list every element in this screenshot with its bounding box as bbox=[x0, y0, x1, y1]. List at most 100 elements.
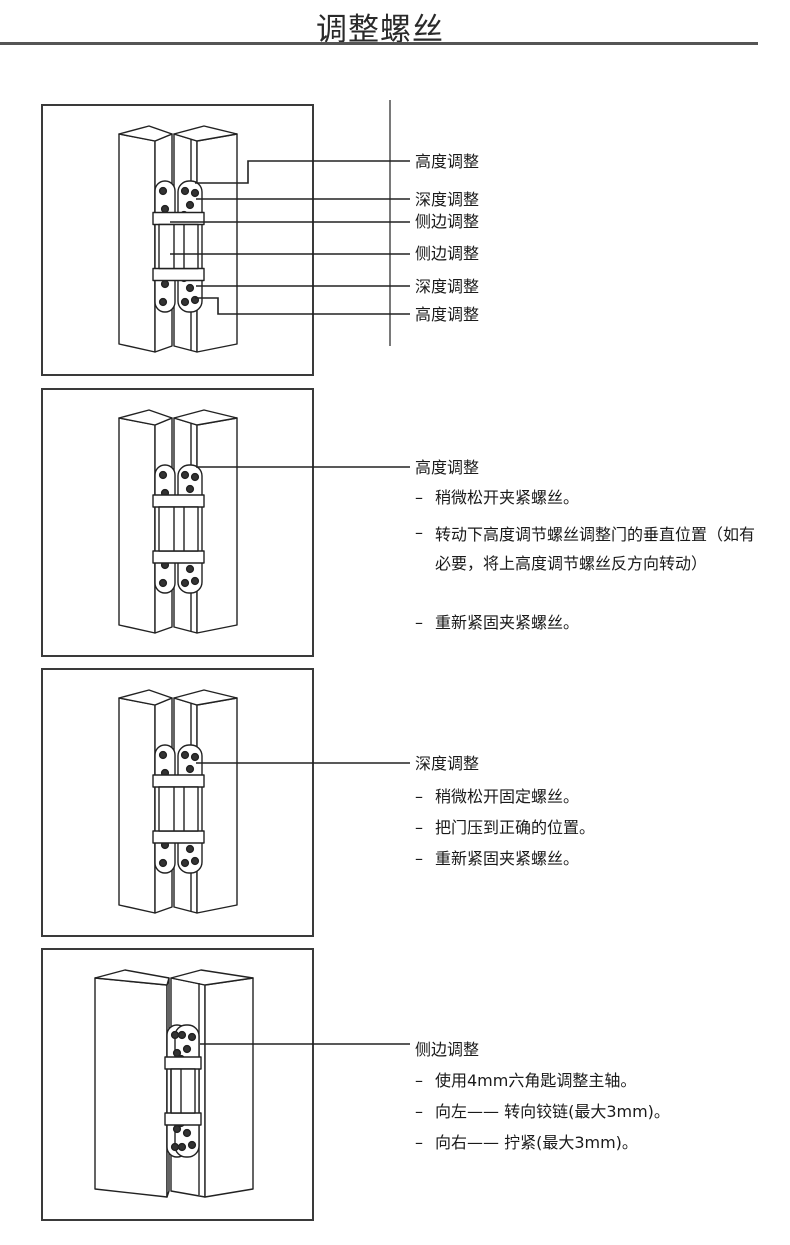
lateral-step-2: –向左—— 转向铰链(最大3mm)。 bbox=[415, 1099, 755, 1124]
right-block-top bbox=[173, 125, 238, 142]
hinge-arm-upper bbox=[152, 211, 205, 226]
right-block-top bbox=[173, 409, 238, 426]
screw-icon bbox=[190, 472, 200, 482]
screw-icon bbox=[182, 1128, 192, 1138]
hinge-arm-upper bbox=[164, 1056, 202, 1070]
screw-icon bbox=[160, 279, 170, 289]
right-block-face bbox=[196, 417, 238, 634]
screw-icon bbox=[158, 750, 168, 760]
height-step-1: –稍微松开夹紧螺丝。 bbox=[415, 485, 755, 510]
bullet: – bbox=[415, 818, 423, 837]
bullet: – bbox=[415, 849, 423, 868]
callout-depth-lower: 深度调整 bbox=[415, 277, 480, 296]
right-block-top bbox=[173, 689, 238, 706]
lateral-step-3: –向右—— 拧紧(最大3mm)。 bbox=[415, 1130, 755, 1155]
depth-step-1: –稍微松开固定螺丝。 bbox=[415, 784, 755, 809]
screw-icon bbox=[180, 578, 190, 588]
screw-icon bbox=[185, 564, 195, 574]
title-divider bbox=[0, 42, 758, 45]
screw-icon bbox=[158, 297, 168, 307]
hinge-illustration bbox=[118, 409, 238, 634]
callout-height-lower: 高度调整 bbox=[415, 305, 480, 324]
screw-icon bbox=[177, 1030, 187, 1040]
hinge-drawing bbox=[118, 409, 238, 634]
screw-icon bbox=[158, 578, 168, 588]
left-block-top bbox=[94, 969, 170, 986]
bullet: – bbox=[415, 613, 423, 632]
screw-icon bbox=[190, 576, 200, 586]
screw-icon bbox=[190, 188, 200, 198]
hinge-knuckle bbox=[170, 1068, 196, 1114]
hinge-knuckle bbox=[158, 223, 199, 270]
depth-step-3: –重新紧固夹紧螺丝。 bbox=[415, 846, 755, 871]
hinge-drawing bbox=[94, 969, 254, 1198]
screw-icon bbox=[185, 283, 195, 293]
bullet: – bbox=[415, 523, 423, 542]
callout-height-upper: 高度调整 bbox=[415, 152, 480, 171]
hinge-arm-lower bbox=[164, 1112, 202, 1126]
bullet: – bbox=[415, 488, 423, 507]
screw-icon bbox=[180, 186, 190, 196]
hinge-knuckle bbox=[158, 506, 199, 552]
hinge-panel-overview bbox=[41, 104, 314, 376]
screw-icon bbox=[182, 1044, 192, 1054]
right-block-top bbox=[170, 969, 254, 986]
height-step-2: –转动下高度调节螺丝调整门的垂直位置（如有必要，将上高度调节螺丝反方向转动） bbox=[415, 520, 760, 578]
lateral-heading: 侧边调整 bbox=[415, 1040, 480, 1059]
bullet: – bbox=[415, 1102, 423, 1121]
callout-lateral-lower: 侧边调整 bbox=[415, 244, 480, 263]
screw-icon bbox=[158, 470, 168, 480]
hinge-panel-lateral bbox=[41, 948, 314, 1221]
hinge-knuckle bbox=[158, 786, 199, 832]
left-block-top bbox=[118, 409, 173, 426]
bullet: – bbox=[415, 1071, 423, 1090]
screw-icon bbox=[185, 764, 195, 774]
bullet: – bbox=[415, 1133, 423, 1152]
screw-icon bbox=[185, 200, 195, 210]
screw-icon bbox=[190, 295, 200, 305]
left-block-front bbox=[118, 697, 156, 914]
screw-icon bbox=[172, 1048, 182, 1058]
hinge-arm-lower bbox=[152, 830, 205, 844]
left-block-top bbox=[118, 689, 173, 706]
hinge-panel-depth bbox=[41, 668, 314, 937]
hinge-illustration bbox=[118, 125, 238, 353]
hinge-arm-lower bbox=[152, 550, 205, 564]
hinge-illustration bbox=[94, 969, 254, 1198]
screw-icon bbox=[180, 297, 190, 307]
hinge-illustration bbox=[118, 689, 238, 914]
screw-icon bbox=[172, 1124, 182, 1134]
hinge-arm-lower bbox=[152, 267, 205, 282]
screw-icon bbox=[180, 470, 190, 480]
left-block-top bbox=[118, 125, 173, 142]
screw-icon bbox=[187, 1032, 197, 1042]
screw-icon bbox=[180, 750, 190, 760]
screw-icon bbox=[185, 484, 195, 494]
screw-icon bbox=[170, 1030, 180, 1040]
bullet: – bbox=[415, 787, 423, 806]
hinge-arm-upper bbox=[152, 494, 205, 508]
height-step-3: –重新紧固夹紧螺丝。 bbox=[415, 610, 755, 635]
callout-depth-upper: 深度调整 bbox=[415, 190, 480, 209]
hinge-drawing bbox=[118, 125, 238, 353]
left-block-front bbox=[118, 133, 156, 353]
screw-icon bbox=[160, 204, 170, 214]
depth-heading: 深度调整 bbox=[415, 754, 480, 773]
height-heading: 高度调整 bbox=[415, 458, 480, 477]
callout-lateral-upper: 侧边调整 bbox=[415, 212, 480, 231]
screw-icon bbox=[158, 186, 168, 196]
screw-icon bbox=[180, 858, 190, 868]
right-block-face bbox=[196, 697, 238, 914]
screw-icon bbox=[190, 856, 200, 866]
lateral-step-1: –使用4mm六角匙调整主轴。 bbox=[415, 1068, 755, 1093]
screw-icon bbox=[187, 1140, 197, 1150]
right-block-face bbox=[196, 133, 238, 353]
hinge-arm-upper bbox=[152, 774, 205, 788]
screw-icon bbox=[190, 752, 200, 762]
screw-icon bbox=[158, 858, 168, 868]
hinge-panel-height bbox=[41, 388, 314, 657]
depth-step-2: –把门压到正确的位置。 bbox=[415, 815, 755, 840]
left-block-front bbox=[94, 977, 168, 1198]
left-block-front bbox=[118, 417, 156, 634]
screw-icon bbox=[170, 1142, 180, 1152]
